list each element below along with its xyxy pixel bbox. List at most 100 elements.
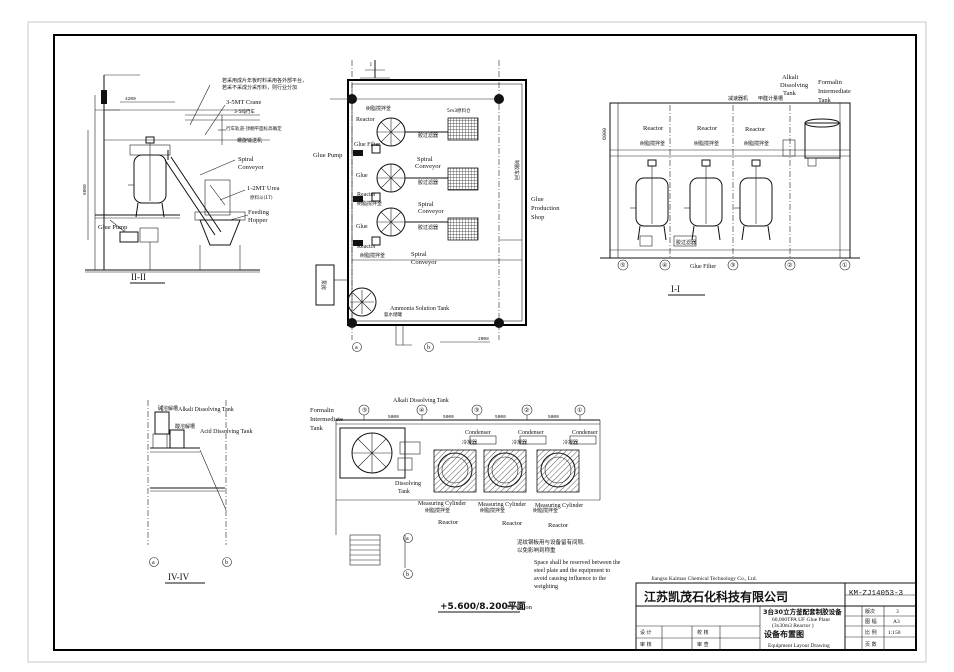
e-alkali: Alkali Dissolving Tank xyxy=(393,398,449,404)
iv-acid: Acid Dissolving Tank xyxy=(200,429,252,435)
e-dim-1: 5000 xyxy=(388,414,399,420)
e-axis-b: b xyxy=(406,572,409,578)
iv-cn-2: 酸溶解槽 xyxy=(175,423,195,430)
top-cn-2: 甲醛计量槽 xyxy=(758,95,783,102)
dim-side: 6000 xyxy=(82,184,88,195)
note-cn-1: 若采用成片年板时料采用各外部平台， xyxy=(222,77,307,84)
tb-edition-label: 版次 xyxy=(865,608,875,615)
e-axis-a: a xyxy=(406,536,409,542)
drawing-number: KM-ZJ14053-3 xyxy=(849,590,904,598)
tb-page-label: 页 数 xyxy=(865,641,877,648)
elevation-title: +5.600/8.200平面 xyxy=(440,601,526,612)
door-cn: 泵房 xyxy=(320,280,327,290)
plan-section-mark: I xyxy=(370,62,372,68)
section-ii-ii xyxy=(85,74,270,284)
iv-axis-b: b xyxy=(225,560,228,566)
shop-cn: 制胶车间 xyxy=(513,160,520,180)
e-measuring-3: Measuring Cylinder xyxy=(535,503,583,509)
e-note-en-4: weighting xyxy=(534,584,558,590)
paper-border xyxy=(27,21,927,663)
plan-glue-cn-3: 胶过滤器 xyxy=(418,224,438,231)
project-en-1: 60,000TPA UF Glue Plant xyxy=(772,617,830,623)
plan-spiral-5: Spiral xyxy=(411,251,427,258)
e-reactor-cn-3: 树脂搅拌釜 xyxy=(533,507,558,514)
crane-sub: 3-5吨行车 xyxy=(234,108,255,115)
e-reactor-1: Reactor xyxy=(438,519,459,526)
section-ii-title: II-II xyxy=(131,272,146,282)
tb-design: 设 计 xyxy=(640,629,652,636)
i-reactor-1: Reactor xyxy=(643,125,664,132)
title-block-frame xyxy=(635,582,917,651)
drawing-title-en: Equipment Layout Drawing xyxy=(768,643,830,649)
plan-reactor-cn-2: 树脂搅拌釜 xyxy=(357,200,382,207)
ammonia-cn: 氨水储罐 xyxy=(384,311,402,318)
e-condenser-cn-2: 冷凝器 xyxy=(512,439,527,446)
i-axis-4: ④ xyxy=(662,262,667,269)
i-reactor-cn-3: 树脂搅拌釜 xyxy=(744,140,769,147)
section-iv-title: IV-IV xyxy=(168,572,190,582)
tb-scale: 1:150 xyxy=(888,630,901,636)
plan-reactor-2: Reactor xyxy=(357,192,376,198)
plan-reactor-cn-1: 树脂搅拌釜 xyxy=(366,105,391,112)
plan-spiral-3: Spiral xyxy=(418,201,434,208)
plan-bin-cn-1: 5m3原料仓 xyxy=(447,107,471,114)
tb-size: A3 xyxy=(893,619,900,625)
spiral-conveyor-1: Spiral xyxy=(238,156,254,163)
plan-reactor-3: Reactor xyxy=(357,244,376,250)
glue-filter-cn: 胶过滤器 xyxy=(676,239,696,246)
top-cn-1: 减速器机 xyxy=(728,95,748,102)
plan-view xyxy=(315,60,527,352)
plan-spiral-4: Conveyor xyxy=(418,208,444,215)
e-formalin-3: Tank xyxy=(310,425,324,432)
glue-production-1: Glue xyxy=(531,196,544,203)
e-condenser-2: Condenser xyxy=(518,430,544,436)
project-en-2: (3x30m3 Reactor ) xyxy=(772,622,814,629)
i-axis-5: ⑤ xyxy=(620,262,625,269)
plan-reactor-1: Reactor xyxy=(356,117,375,123)
formalin-2: Intermediate xyxy=(818,88,851,95)
e-reactor-cn-1: 树脂搅拌釜 xyxy=(425,507,450,514)
alkali-2: Dissolving xyxy=(780,82,809,89)
alkali-1: Alkali xyxy=(782,74,798,81)
plan-spiral-1: Spiral xyxy=(417,156,433,163)
e-dim-4: 5000 xyxy=(548,414,559,420)
glue-pump-label: Glue Pump xyxy=(98,224,127,231)
e-measuring-1: Measuring Cylinder xyxy=(418,501,466,507)
e-formalin-2: Intermediate xyxy=(310,416,343,423)
i-dim: 6000 xyxy=(602,128,608,140)
feeding-hopper-2: Hopper xyxy=(248,217,268,224)
e-note-cn-2: 以免影响到称重 xyxy=(517,546,556,554)
i-axis-3: ③ xyxy=(730,262,735,269)
tb-edition: 3 xyxy=(896,609,899,615)
e-formalin-1: Formalin xyxy=(310,407,335,414)
e-note-en-3: avoid causing influence to the xyxy=(534,575,606,582)
urea-label: 1-2MT Urea xyxy=(247,185,280,192)
company-en: Jiangsu Kaimao Chemical Technology Co., … xyxy=(651,576,757,582)
e-axis-1: ① xyxy=(577,407,582,414)
dim-top: 4200 xyxy=(125,96,136,102)
note-cn-2: 若采不采成分采形料，则行业分加 xyxy=(222,84,297,91)
company-cn: 江苏凯茂石化科技有限公司 xyxy=(644,589,788,604)
e-note-cn-1: 泥纹钢板用与设备留有间隙, xyxy=(517,538,585,546)
plan-axis-a: a xyxy=(355,345,358,351)
plan-dim-bottom: 2008 xyxy=(478,336,489,342)
feeding-hopper-1: Feeding xyxy=(248,209,270,216)
e-reactor-3: Reactor xyxy=(548,522,569,529)
plan-glue-filter: Glue Filter xyxy=(354,142,380,148)
plan-axis-b: b xyxy=(427,345,430,351)
e-condenser-1: Condenser xyxy=(465,430,491,436)
tb-review: 校 核 xyxy=(697,629,709,636)
e-note-en-2: steel plate and the equipment to xyxy=(534,568,610,574)
iv-axis-a: a xyxy=(152,560,155,566)
plan-glue-2: Glue xyxy=(356,173,368,179)
rail-note: 行车轨道-顶棚平面标高确定 xyxy=(226,125,282,132)
plan-spiral-2: Conveyor xyxy=(415,163,441,170)
e-measuring-2: Measuring Cylinder xyxy=(478,502,526,508)
i-axis-1: ① xyxy=(842,262,847,269)
plan-glue-cn-1: 胶过滤器 xyxy=(418,132,438,139)
e-dissolving-2: Tank xyxy=(398,489,410,495)
tb-size-label: 图 幅 xyxy=(865,618,877,625)
e-axis-3: ③ xyxy=(474,407,479,414)
i-reactor-cn-1: 树脂搅拌釜 xyxy=(640,140,665,147)
